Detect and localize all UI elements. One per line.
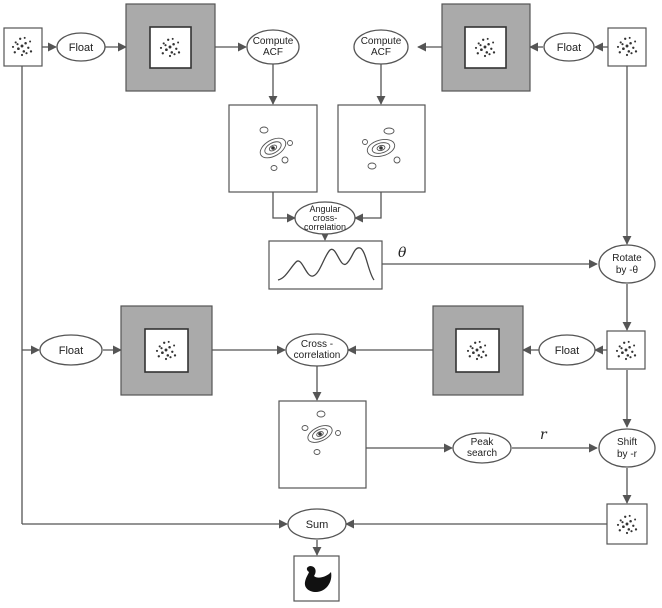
svg-text:correlation: correlation xyxy=(294,350,341,361)
edge-plot-l-to-angular xyxy=(272,192,296,223)
float-node-mid-left: Float xyxy=(39,334,103,366)
svg-text:by -r: by -r xyxy=(617,449,638,460)
svg-text:search: search xyxy=(467,448,497,459)
compute-acf-node-left: Compute ACF xyxy=(246,29,300,65)
floated-image-top-left xyxy=(125,3,216,92)
svg-text:Float: Float xyxy=(557,42,581,54)
float-node-top-right: Float xyxy=(543,32,595,62)
connector-lines xyxy=(21,42,632,556)
float-node-top-left: Float xyxy=(56,32,106,62)
svg-text:ACF: ACF xyxy=(371,47,391,58)
svg-text:Float: Float xyxy=(59,345,83,357)
angular-cross-correlation-node: Angular cross- correlation xyxy=(294,201,356,235)
cross-correlation-node: Cross - correlation xyxy=(285,333,349,367)
output-image xyxy=(293,555,340,602)
shift-node: Shift by -r xyxy=(598,428,656,468)
acf-map-right xyxy=(337,104,426,193)
rotate-node: Rotate by -θ xyxy=(598,244,656,284)
peak-search-node: Peak search xyxy=(452,432,512,464)
image-shifted xyxy=(606,503,648,545)
floated-image-mid-left xyxy=(120,305,213,396)
svg-text:Shift: Shift xyxy=(617,437,637,448)
svg-text:Peak: Peak xyxy=(471,437,495,448)
svg-text:Compute: Compute xyxy=(361,36,402,47)
svg-text:Rotate: Rotate xyxy=(612,253,642,264)
svg-text:Compute: Compute xyxy=(253,36,294,47)
svg-text:Cross -: Cross - xyxy=(301,339,333,350)
svg-text:by -θ: by -θ xyxy=(616,265,639,276)
cross-correlation-map xyxy=(278,400,367,489)
float-node-mid-right: Float xyxy=(538,334,596,366)
svg-text:Angular: Angular xyxy=(309,204,340,214)
edge-plot-r-to-angular xyxy=(354,192,382,223)
image-input-top-left xyxy=(3,27,43,67)
svg-text:Float: Float xyxy=(555,345,579,357)
theta-label: θ xyxy=(398,245,407,261)
floated-image-mid-right xyxy=(432,305,524,396)
svg-text:Float: Float xyxy=(69,42,93,54)
compute-acf-node-right: Compute ACF xyxy=(353,29,409,65)
svg-text:correlation: correlation xyxy=(304,222,346,232)
acf-map-left xyxy=(228,104,318,193)
floated-image-top-right xyxy=(441,3,531,92)
sum-node: Sum xyxy=(287,508,347,540)
svg-text:Sum: Sum xyxy=(306,519,329,531)
r-label: r xyxy=(540,427,548,443)
svg-text:ACF: ACF xyxy=(263,47,283,58)
svg-text:cross-: cross- xyxy=(313,213,338,223)
image-input-top-right xyxy=(607,27,647,67)
angular-correlation-plot xyxy=(268,240,383,290)
image-rotated xyxy=(606,330,646,370)
